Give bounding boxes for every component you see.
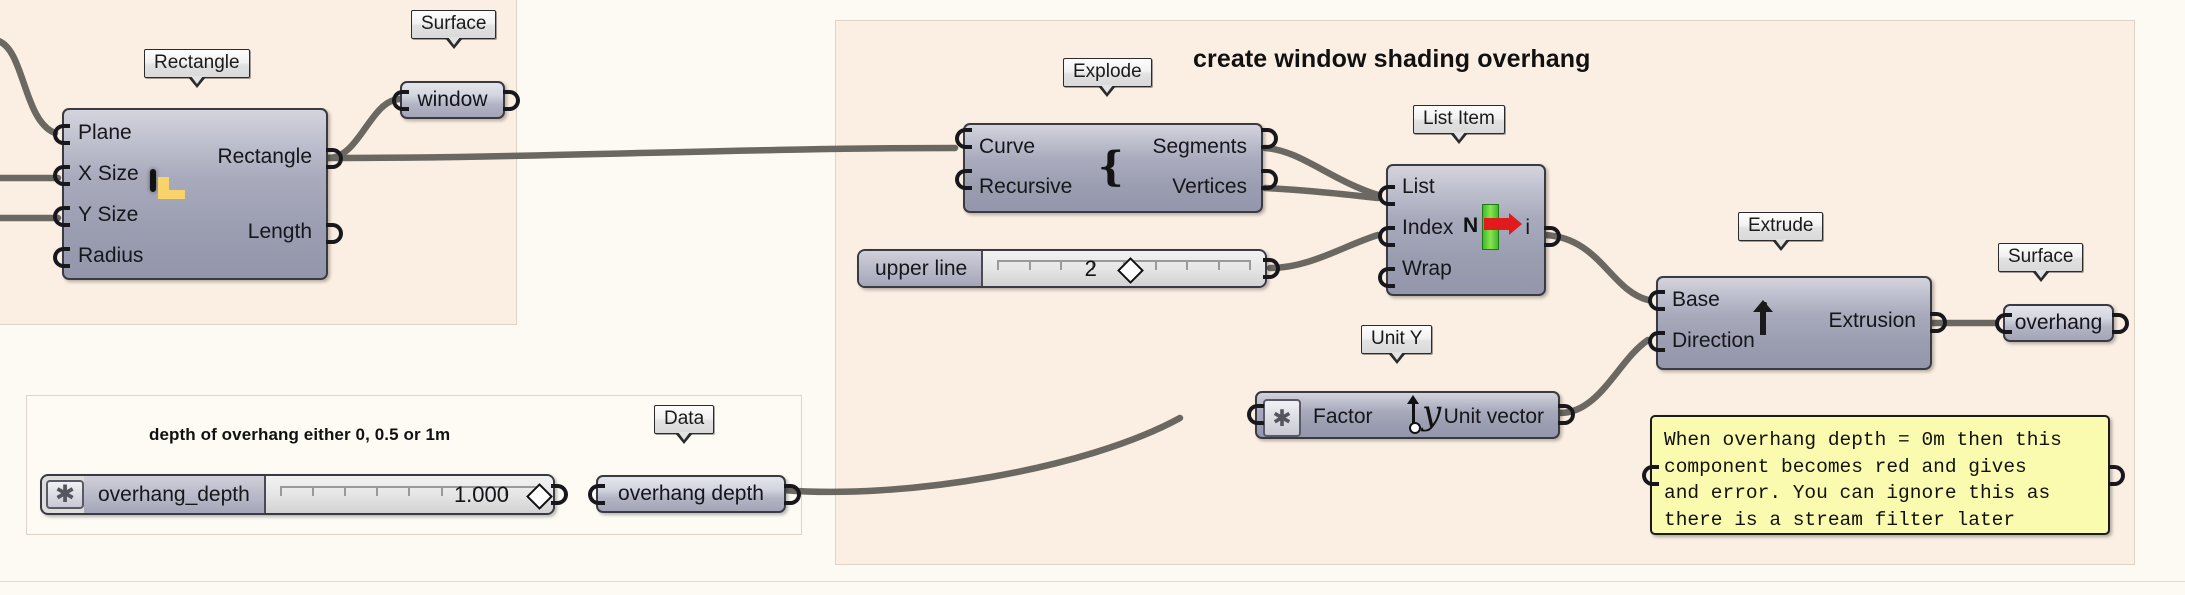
slider-overhang-depth-track[interactable]: 1.000 [265,476,553,513]
port-unit-y-factor[interactable] [1247,404,1264,425]
port-list-item-list[interactable] [1378,185,1395,206]
group-title-overhang: create window shading overhang [1193,45,1591,73]
port-note-out[interactable] [2108,465,2125,486]
port-overhang-in[interactable] [1995,313,2012,334]
port-in-ysize[interactable] [53,206,70,227]
note-panel[interactable]: When overhang depth = 0m then this compo… [1650,415,2110,535]
port-explode-recursive[interactable] [955,169,972,190]
param-overhang-depth-data[interactable]: overhang depth [596,475,786,513]
param-out-extrusion[interactable]: Extrusion [1828,309,1916,332]
nickname-label-rectangle: Rectangle [144,49,250,88]
canvas-bottom-divider [0,581,2185,582]
param-out-vertices[interactable]: Vertices [1172,175,1247,198]
port-unit-y-unit-vector[interactable] [1558,404,1575,425]
slider-upper-line-name[interactable]: upper line [859,251,984,286]
port-explode-curve[interactable] [955,128,972,149]
param-in-wrap[interactable]: Wrap [1402,257,1452,280]
nickname-label-unit-y: Unit Y [1361,325,1433,364]
param-out-i[interactable]: i [1525,216,1530,239]
param-in-direction[interactable]: Direction [1672,329,1755,352]
param-in-index[interactable]: Index [1402,216,1454,239]
slider-overhang-depth-name[interactable]: overhang_depth [84,476,266,513]
nickname-label-overhang-surface: Surface [1998,243,2084,282]
param-overhang[interactable]: overhang [2003,304,2114,342]
param-out-unit-vector[interactable]: Unit vector [1443,405,1544,428]
slider-overhang-depth-value: 1.000 [453,481,509,507]
slider-upper-line[interactable]: upper line 2 [857,249,1267,288]
port-overhang-out[interactable] [2112,313,2129,334]
port-overhang-depth-data-in[interactable] [588,484,605,505]
component-explode[interactable]: Curve Recursive Segments Vertices { [963,123,1263,213]
component-rectangle[interactable]: Plane X Size Y Size Radius Rectangle Len… [62,108,328,280]
param-in-list[interactable]: List [1402,175,1435,198]
port-in-plane[interactable] [53,124,70,145]
param-out-rectangle[interactable]: Rectangle [217,145,312,168]
nickname-label-list-item: List Item [1413,105,1505,144]
param-window[interactable]: window [400,81,505,119]
slider-overhang-depth[interactable]: ✱ overhang_depth 1.000 [40,474,555,515]
port-explode-vertices[interactable] [1261,169,1278,190]
overhang-depth-star-icon[interactable]: ✱ [46,480,84,509]
port-explode-segments[interactable] [1261,128,1278,149]
nickname-label-explode: Explode [1063,58,1152,97]
nickname-label-window-surface: Surface [411,10,497,49]
port-extrude-base[interactable] [1648,290,1665,311]
port-extrude-extrusion[interactable] [1930,312,1947,333]
component-extrude[interactable]: Base Direction Extrusion [1656,276,1932,370]
port-out-rectangle[interactable] [326,148,343,169]
port-note-in[interactable] [1642,465,1659,486]
param-in-xsize[interactable]: X Size [78,162,139,185]
component-unit-y[interactable]: Factor Unit vector ✱ y [1255,391,1560,439]
port-in-radius[interactable] [53,247,70,268]
group-title-depth: depth of overhang either 0, 0.5 or 1m [149,425,451,444]
nickname-label-extrude: Extrude [1738,212,1824,251]
port-window-out[interactable] [503,90,520,111]
param-in-radius[interactable]: Radius [78,244,144,267]
param-in-ysize[interactable]: Y Size [78,203,139,226]
unit-y-star-icon[interactable]: ✱ [1263,399,1301,437]
port-out-length[interactable] [326,223,343,244]
port-upper-line-out[interactable] [1263,258,1280,279]
slider-upper-line-value: 2 [1084,255,1097,281]
explode-icon: { [1098,143,1124,190]
param-out-length[interactable]: Length [247,220,312,243]
slider-upper-line-track[interactable]: 2 [983,251,1265,286]
nickname-label-data: Data [654,405,715,444]
rectangle-icon [150,169,156,192]
param-out-segments[interactable]: Segments [1152,135,1247,158]
port-overhang-depth-slider-out[interactable] [551,484,568,505]
param-in-recursive[interactable]: Recursive [979,175,1073,198]
port-list-item-i[interactable] [1544,226,1561,247]
port-extrude-direction[interactable] [1648,331,1665,352]
param-in-curve[interactable]: Curve [979,135,1036,158]
param-in-base[interactable]: Base [1672,288,1720,311]
param-in-factor[interactable]: Factor [1313,405,1373,428]
param-in-plane[interactable]: Plane [78,121,132,144]
port-list-item-wrap[interactable] [1378,267,1395,288]
port-overhang-depth-data-out[interactable] [784,484,801,505]
component-list-item[interactable]: List Index Wrap i N [1386,164,1546,296]
port-window-in[interactable] [392,90,409,111]
port-list-item-index[interactable] [1378,226,1395,247]
port-in-xsize[interactable] [53,165,70,186]
